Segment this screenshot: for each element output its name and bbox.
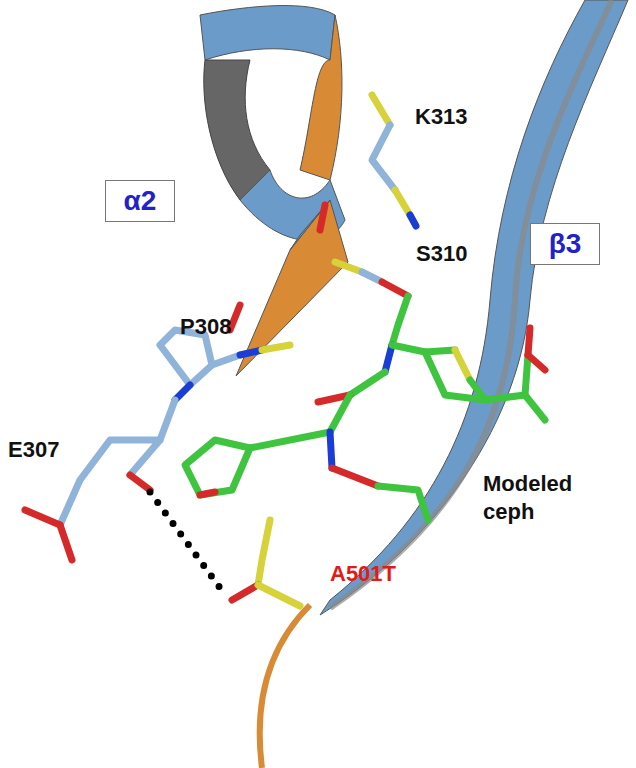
element-name: β3 xyxy=(549,229,582,260)
element-name: α2 xyxy=(124,186,157,217)
residue-label: P308 xyxy=(180,313,231,341)
residue-label: E307 xyxy=(8,436,59,464)
ligand-label: Modeled ceph xyxy=(483,470,593,525)
residue-label: S310 xyxy=(416,240,467,268)
mutation-label: A501T xyxy=(330,560,396,588)
structure-element-box: β3 xyxy=(530,223,600,265)
residue-label: K313 xyxy=(415,103,468,131)
structure-element-box: α2 xyxy=(105,180,175,222)
